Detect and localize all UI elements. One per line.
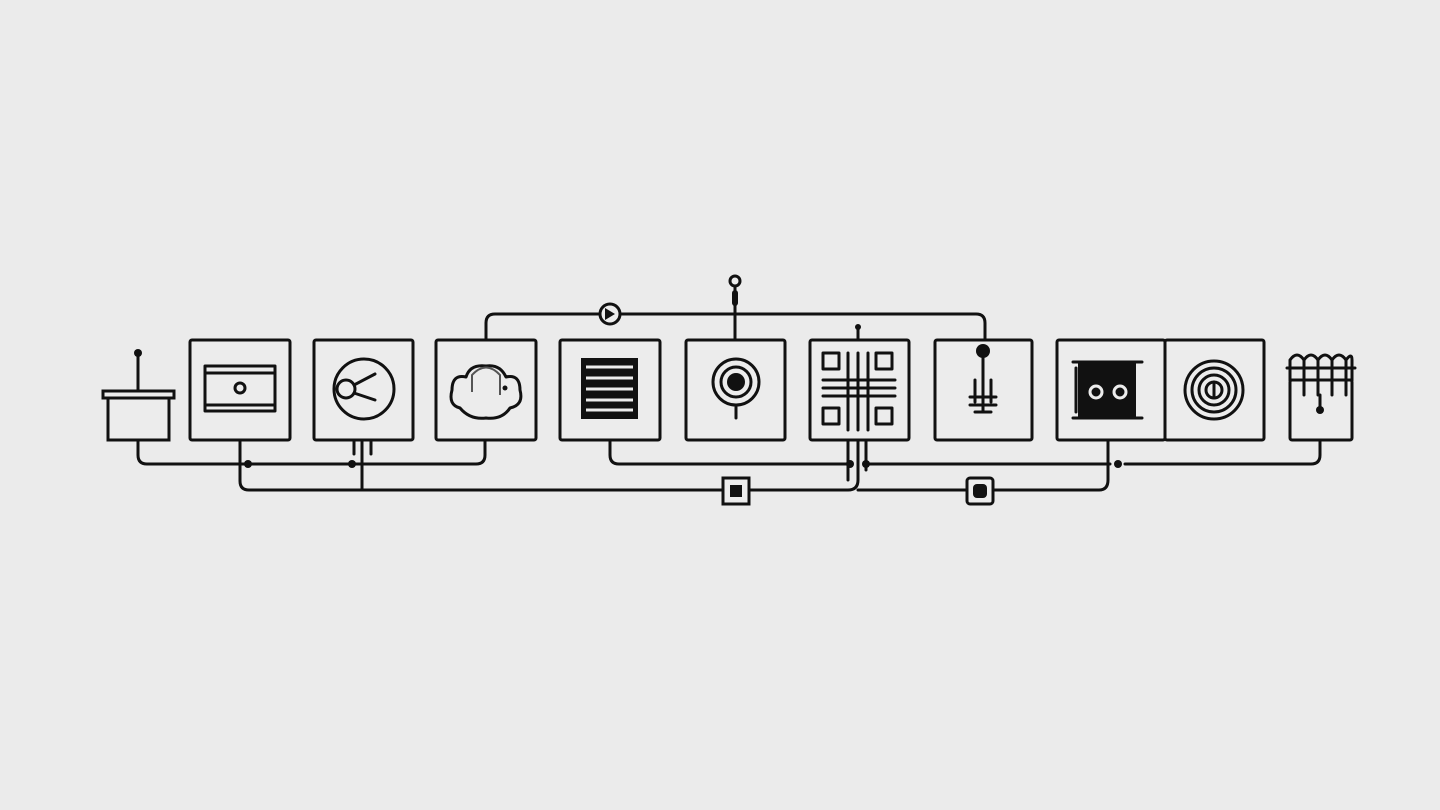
window-panel-icon [188, 338, 292, 442]
top-bus-marker-icon [598, 302, 622, 326]
list-icon [558, 338, 662, 442]
bus-square-node-2 [965, 476, 995, 506]
cloud-icon [434, 338, 538, 442]
antenna-box-icon [101, 349, 176, 442]
spiral-icon [1163, 338, 1266, 442]
junction-dots [244, 324, 1122, 468]
rack-icon [1285, 353, 1357, 442]
qr-grid-icon [808, 338, 911, 442]
probe-icon [933, 338, 1034, 442]
antenna-top-icon [728, 274, 742, 306]
tape-icon [1055, 338, 1167, 442]
bus-square-node-1 [721, 476, 751, 506]
disc-icon [312, 338, 415, 442]
target-icon [684, 338, 787, 442]
